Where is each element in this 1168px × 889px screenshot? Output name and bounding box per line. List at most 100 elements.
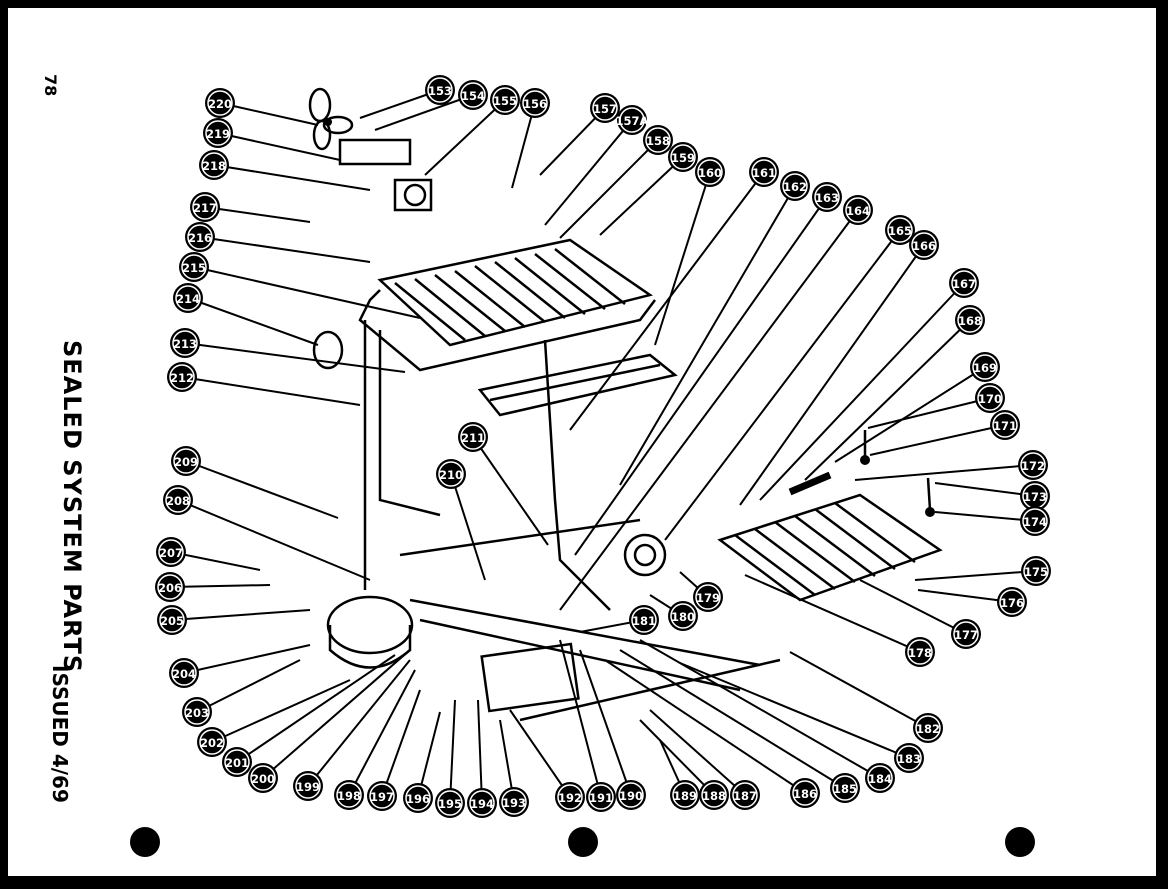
callout-ring [169,364,195,390]
callout-label: 170 [978,392,1002,406]
callout-ring [199,729,225,755]
callout-ring [173,448,199,474]
callout-220: 220 [205,88,235,118]
callout-label: 217 [193,201,217,215]
callout-label: 183 [897,752,921,766]
callout-label: 173 [1023,490,1047,504]
callout-ring [957,307,983,333]
callout-label: 216 [188,231,212,245]
callout-ring [336,782,362,808]
callout-label: 213 [173,337,197,351]
callout-label: 159 [671,151,695,165]
callout-label: 187 [733,789,757,803]
callout-label: 212 [170,371,194,385]
callout-ring [697,159,723,185]
base-rails-drawing [399,518,781,722]
tubing-drawing [363,320,611,611]
callout-180: 180 [668,601,698,631]
callout-ring [405,785,431,811]
callout-183: 183 [894,743,924,773]
callout-label: 185 [833,782,857,796]
callout-ring [992,412,1018,438]
callout-ring [999,589,1025,615]
callout-185: 185 [830,773,860,803]
callout-label: 156 [523,97,547,111]
condenser-drawing [717,493,943,602]
callout-label: 192 [558,791,582,805]
callout-ring [670,144,696,170]
callout-label: 195 [438,797,462,811]
callout-label: 155 [493,94,517,108]
callout-154: 154 [458,80,488,110]
callout-188: 188 [699,780,729,810]
callout-176: 176 [997,587,1027,617]
callout-ring [460,424,486,450]
callout-ring [618,782,644,808]
callout-ring [1020,452,1046,478]
callout-ring [814,184,840,210]
callout-label: 167 [952,277,976,291]
callout-168: 168 [955,305,985,335]
callout-label: 218 [202,159,226,173]
defrost-timer-drawing [623,533,667,577]
callout-ring [201,152,227,178]
callout-ring [207,90,233,116]
callout-ring [522,90,548,116]
callout-ring [438,461,464,487]
callout-label: 171 [993,419,1017,433]
callout-184: 184 [865,763,895,793]
callout-label: 165 [888,224,912,238]
callout-195: 195 [435,788,465,818]
callout-190: 190 [616,780,646,810]
callout-ring [492,87,518,113]
callout-186: 186 [790,778,820,808]
callout-label: 172 [1021,459,1045,473]
callout-ring [175,285,201,311]
fan-motor-drawing [338,138,433,212]
callout-ring [1022,508,1048,534]
callout-label: 193 [502,796,526,810]
callout-label: 164 [846,204,870,218]
callout-178: 178 [905,637,935,667]
callout-label: 198 [337,789,361,803]
binder-hole-center [568,827,598,857]
callout-156: 156 [520,88,550,118]
callout-label: 184 [868,772,892,786]
callout-label: 179 [696,591,720,605]
callout-211: 211 [458,422,488,452]
callout-175: 175 [1021,556,1051,586]
callout-ring [977,385,1003,411]
callout-157a: 157A [616,105,649,135]
callout-218: 218 [199,150,229,180]
callout-ring [181,254,207,280]
callout-177: 177 [951,619,981,649]
issue-date: ISSUED 4/69 [48,665,72,803]
page-title: SEALED SYSTEM PARTS [58,340,86,674]
callout-ring [631,607,657,633]
callout-ring [158,539,184,565]
callout-label: 169 [973,361,997,375]
callout-ring [171,660,197,686]
callout-label: 189 [673,789,697,803]
callout-label: 178 [908,646,932,660]
callout-label: 220 [208,97,232,111]
callout-196: 196 [403,783,433,813]
callout-197: 197 [367,781,397,811]
paper [8,8,1156,876]
callout-ring [845,197,871,223]
callout-ring [224,749,250,775]
callout-label: 162 [783,180,807,194]
callout-label: 186 [793,787,817,801]
callout-153: 153 [425,75,455,105]
callout-label: 157 [593,102,617,116]
callout-ring [732,782,758,808]
callout-ring [672,782,698,808]
part-drawings [308,87,943,722]
callout-159: 159 [668,142,698,172]
callout-215: 215 [179,252,209,282]
callout-label: 188 [702,789,726,803]
callout-label: 174 [1023,515,1047,529]
callout-ring [972,354,998,380]
callout-ring [588,784,614,810]
